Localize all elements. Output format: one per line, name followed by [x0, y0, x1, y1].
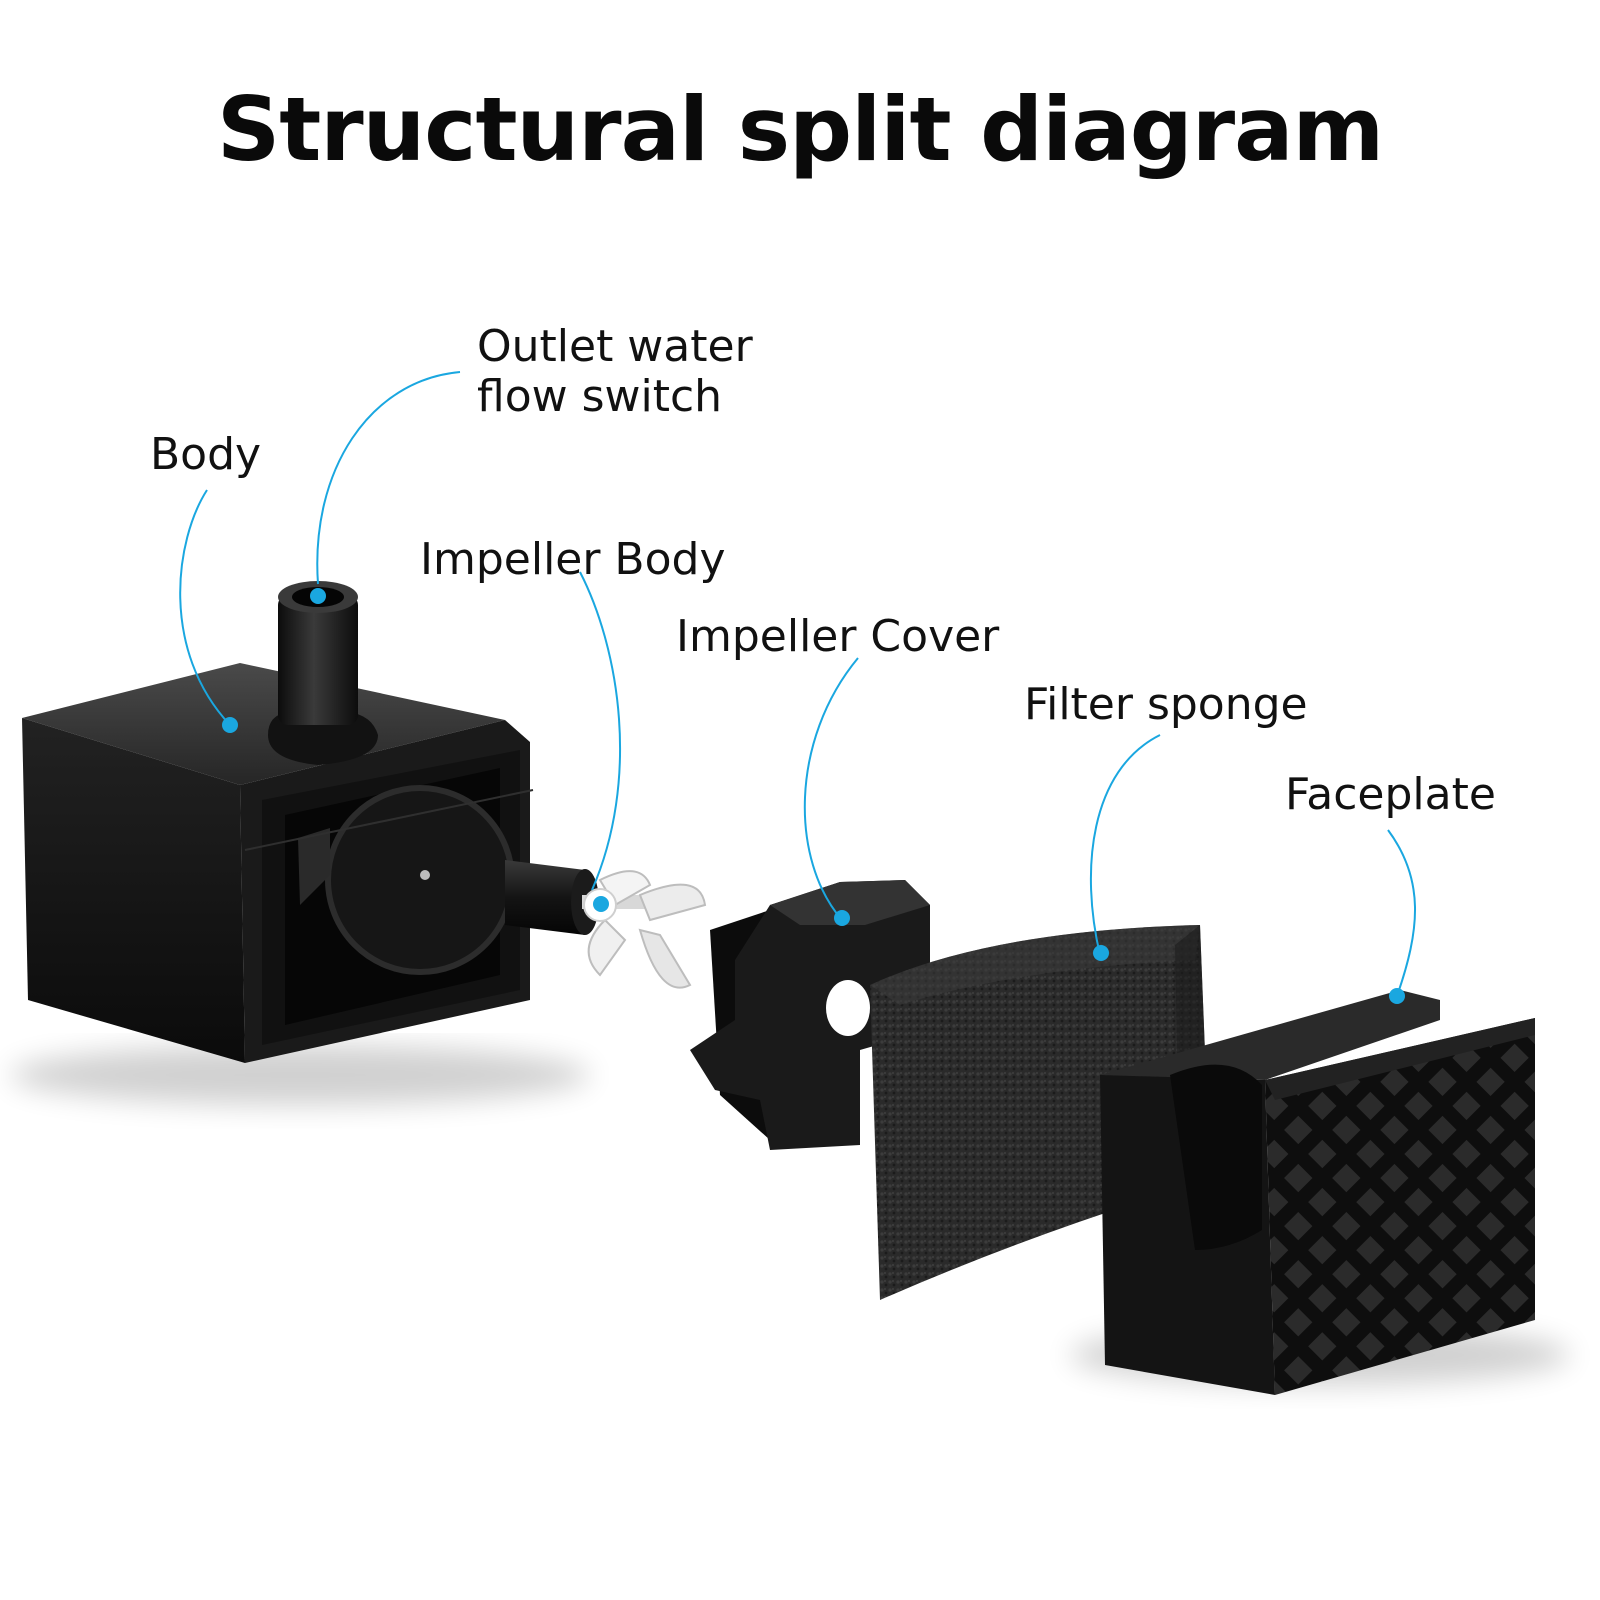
anchor-dot-body — [222, 717, 238, 733]
anchor-dots — [222, 588, 1405, 1004]
leader-line-body — [179, 489, 231, 726]
label-impeller-body: Impeller Body — [420, 534, 726, 585]
leader-line-impeller-cover — [803, 657, 859, 921]
label-body: Body — [150, 429, 262, 480]
anchor-dot-faceplate — [1389, 988, 1405, 1004]
leader-line-outlet — [316, 371, 461, 585]
diagram-title: Structural split diagram — [216, 78, 1384, 181]
label-faceplate: Faceplate — [1285, 769, 1496, 820]
impeller-blades — [583, 870, 707, 989]
label-line: Outlet water — [477, 321, 753, 372]
label-impeller-cover: Impeller Cover — [676, 611, 1000, 662]
anchor-dot-impeller-cover — [834, 910, 850, 926]
anchor-dot-filter-sponge — [1093, 945, 1109, 961]
leader-line-faceplate — [1387, 829, 1416, 997]
outlet-nozzle — [268, 581, 378, 765]
impeller-cover — [690, 880, 930, 1150]
ground-shadow — [10, 1045, 590, 1105]
anchor-dot-impeller-body — [593, 896, 609, 912]
pump-body — [22, 663, 534, 1063]
leader-line-filter-sponge — [1089, 734, 1161, 956]
label-outlet-water-flow-switch: Outlet water flow switch — [477, 322, 753, 422]
leader-lines — [179, 371, 1416, 997]
leader-line-impeller-body — [579, 571, 622, 891]
label-filter-sponge: Filter sponge — [1024, 679, 1308, 730]
faceplate — [1100, 990, 1535, 1395]
anchor-dot-outlet — [310, 588, 326, 604]
label-line: flow switch — [477, 371, 723, 422]
